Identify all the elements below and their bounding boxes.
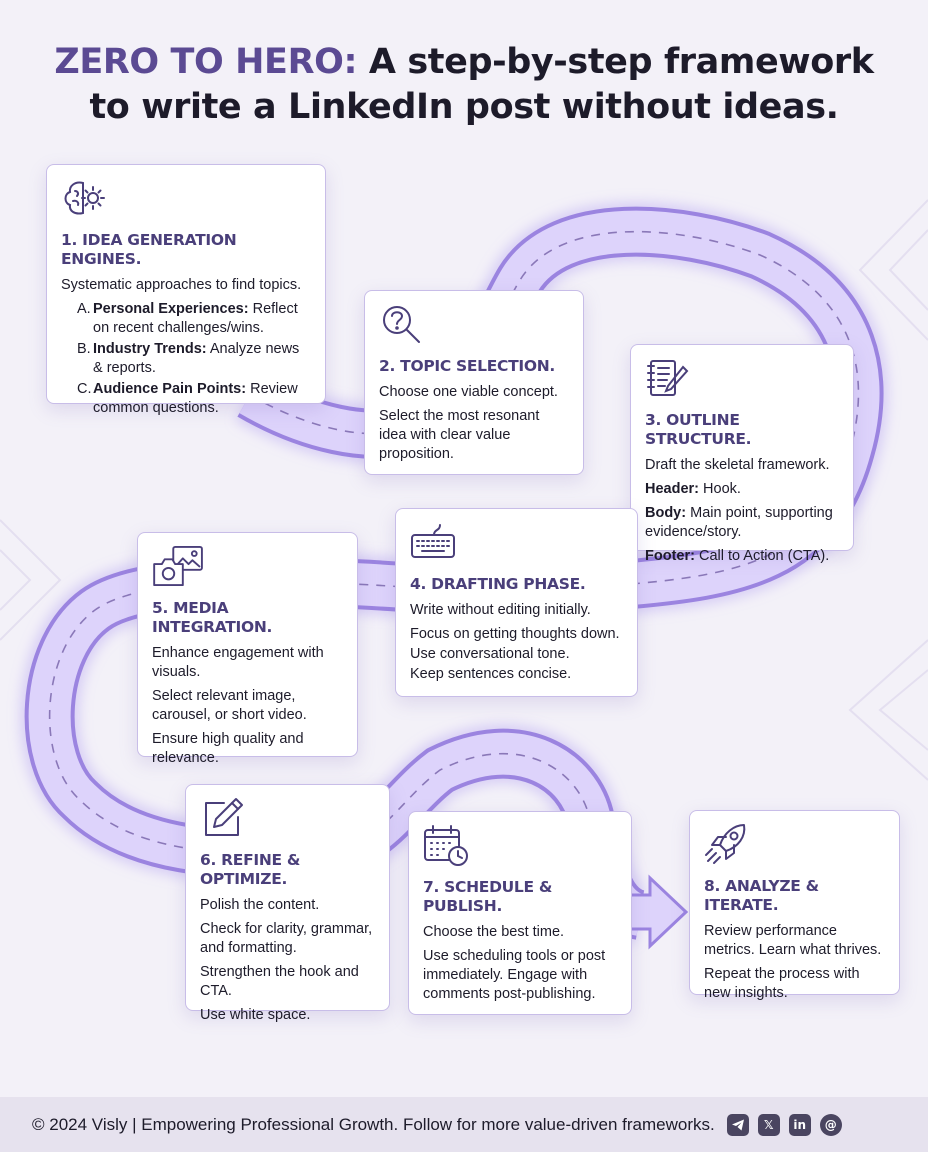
step-7-title: 7. SCHEDULE & PUBLISH. — [423, 878, 553, 915]
brain-gear-icon — [64, 181, 105, 215]
list-item: C.Audience Pain Points: Review common qu… — [77, 380, 311, 418]
part-text: Call to Action (CTA). — [694, 548, 830, 564]
step-4-line-1: Write without editing initially. — [410, 602, 591, 618]
step-8-line-2: Repeat the process with new insights. — [704, 966, 860, 1001]
step-5-title: 5. MEDIA INTEGRATION. — [152, 599, 273, 636]
step-6-line-4: Use white space. — [200, 1007, 311, 1023]
title-line-1: A step-by-step framework — [368, 42, 874, 82]
step-3-part-body: Body: Main point, supporting evidence/st… — [645, 504, 839, 542]
step-3-part-footer: Footer: Call to Action (CTA). — [645, 547, 839, 566]
step-5-line-1: Enhance engagement with visuals. — [152, 645, 324, 680]
page-title: ZERO TO HERO: A step-by-step framework t… — [0, 40, 928, 130]
keyboard-icon — [411, 524, 455, 558]
threads-icon[interactable]: @ — [819, 1113, 842, 1136]
step-8-line-1: Review performance metrics. Learn what t… — [704, 923, 882, 958]
step-1-list: A.Personal Experiences: Reflect on recen… — [77, 300, 311, 418]
title-accent: ZERO TO HERO: — [54, 42, 358, 82]
decorative-diamonds — [0, 199, 928, 781]
x-icon[interactable]: 𝕏 — [757, 1113, 780, 1136]
step-7-line-2: Use scheduling tools or post immediately… — [423, 948, 606, 1002]
list-item: B.Industry Trends: Analyze news & report… — [77, 340, 311, 378]
step-6-title: 6. REFINE & OPTIMIZE. — [200, 851, 301, 888]
step-card-6: 6. REFINE & OPTIMIZE. Polish the content… — [185, 784, 390, 1023]
part-label: Body: — [645, 505, 687, 521]
part-text: Hook. — [699, 481, 741, 497]
part-text: Main point, supporting evidence/story. — [645, 505, 833, 540]
step-card-5: 5. MEDIA INTEGRATION. Enhance engagement… — [137, 532, 358, 766]
step-card-2: 2. TOPIC SELECTION. Choose one viable co… — [364, 290, 584, 475]
step-card-4: 4. DRAFTING PHASE. Write without editing… — [395, 508, 638, 697]
list-item-label: Audience Pain Points: — [93, 381, 247, 397]
camera-image-icon — [153, 545, 203, 587]
step-1-title: 1. IDEA GENERATION ENGINES. — [61, 231, 237, 268]
calendar-clock-icon — [424, 825, 468, 866]
step-7-line-1: Choose the best time. — [423, 924, 565, 940]
step-4-line-2: Focus on getting thoughts down. — [410, 626, 620, 642]
step-card-8: 8. ANALYZE & ITERATE. Review performance… — [689, 810, 900, 1001]
footer-text: © 2024 Visly | Empowering Professional G… — [32, 1114, 715, 1134]
list-item-text: Analyze news & reports. — [93, 341, 300, 376]
list-item: A.Personal Experiences: Reflect on recen… — [77, 300, 311, 338]
step-1-intro: Systematic approaches to find topics. — [61, 277, 302, 293]
step-5-line-2: Select relevant image, carousel, or shor… — [152, 688, 307, 723]
notepad-pen-icon — [647, 360, 689, 396]
edit-pencil-icon — [205, 798, 243, 836]
list-marker: A. — [77, 301, 91, 317]
list-marker: B. — [77, 341, 91, 357]
step-3-title: 3. OUTLINE STRUCTURE. — [645, 411, 752, 448]
rocket-icon — [705, 824, 746, 864]
step-6-line-1: Polish the content. — [200, 897, 320, 913]
telegram-icon[interactable] — [726, 1113, 749, 1136]
step-3-part-header: Header: Hook. — [645, 480, 839, 499]
step-6-line-3: Strengthen the hook and CTA. — [200, 964, 359, 999]
title-line-2: to write a LinkedIn post without ideas. — [89, 87, 839, 127]
linkedin-icon[interactable]: in — [788, 1113, 811, 1136]
step-6-line-2: Check for clarity, grammar, and formatti… — [200, 921, 373, 956]
step-2-line-2: Select the most resonant idea with clear… — [379, 408, 540, 462]
part-label: Header: — [645, 481, 699, 497]
step-card-7: 7. SCHEDULE & PUBLISH. Choose the best t… — [408, 811, 632, 1015]
step-8-title: 8. ANALYZE & ITERATE. — [704, 877, 819, 914]
list-item-text: Reflect on recent challenges/wins. — [93, 301, 298, 336]
step-2-line-1: Choose one viable concept. — [379, 384, 558, 400]
list-item-label: Industry Trends: — [93, 341, 207, 357]
list-item-text: Review common questions. — [93, 381, 298, 416]
part-label: Footer: — [645, 548, 695, 564]
footer-bar: © 2024 Visly | Empowering Professional G… — [0, 1097, 928, 1152]
step-4-line-4: Keep sentences concise. — [410, 666, 572, 682]
question-magnifier-icon — [383, 306, 420, 343]
step-3-intro: Draft the skeletal framework. — [645, 457, 830, 473]
step-card-1: 1. IDEA GENERATION ENGINES. Systematic a… — [46, 164, 326, 416]
step-4-title: 4. DRAFTING PHASE. — [410, 575, 586, 593]
list-item-label: Personal Experiences: — [93, 301, 249, 317]
list-marker: C. — [77, 381, 92, 397]
step-2-title: 2. TOPIC SELECTION. — [379, 357, 555, 375]
step-4-line-3: Use conversational tone. — [410, 646, 570, 662]
step-5-line-3: Ensure high quality and relevance. — [152, 731, 304, 766]
social-links: 𝕏 in @ — [726, 1113, 842, 1136]
step-card-3: 3. OUTLINE STRUCTURE. Draft the skeletal… — [630, 344, 854, 564]
